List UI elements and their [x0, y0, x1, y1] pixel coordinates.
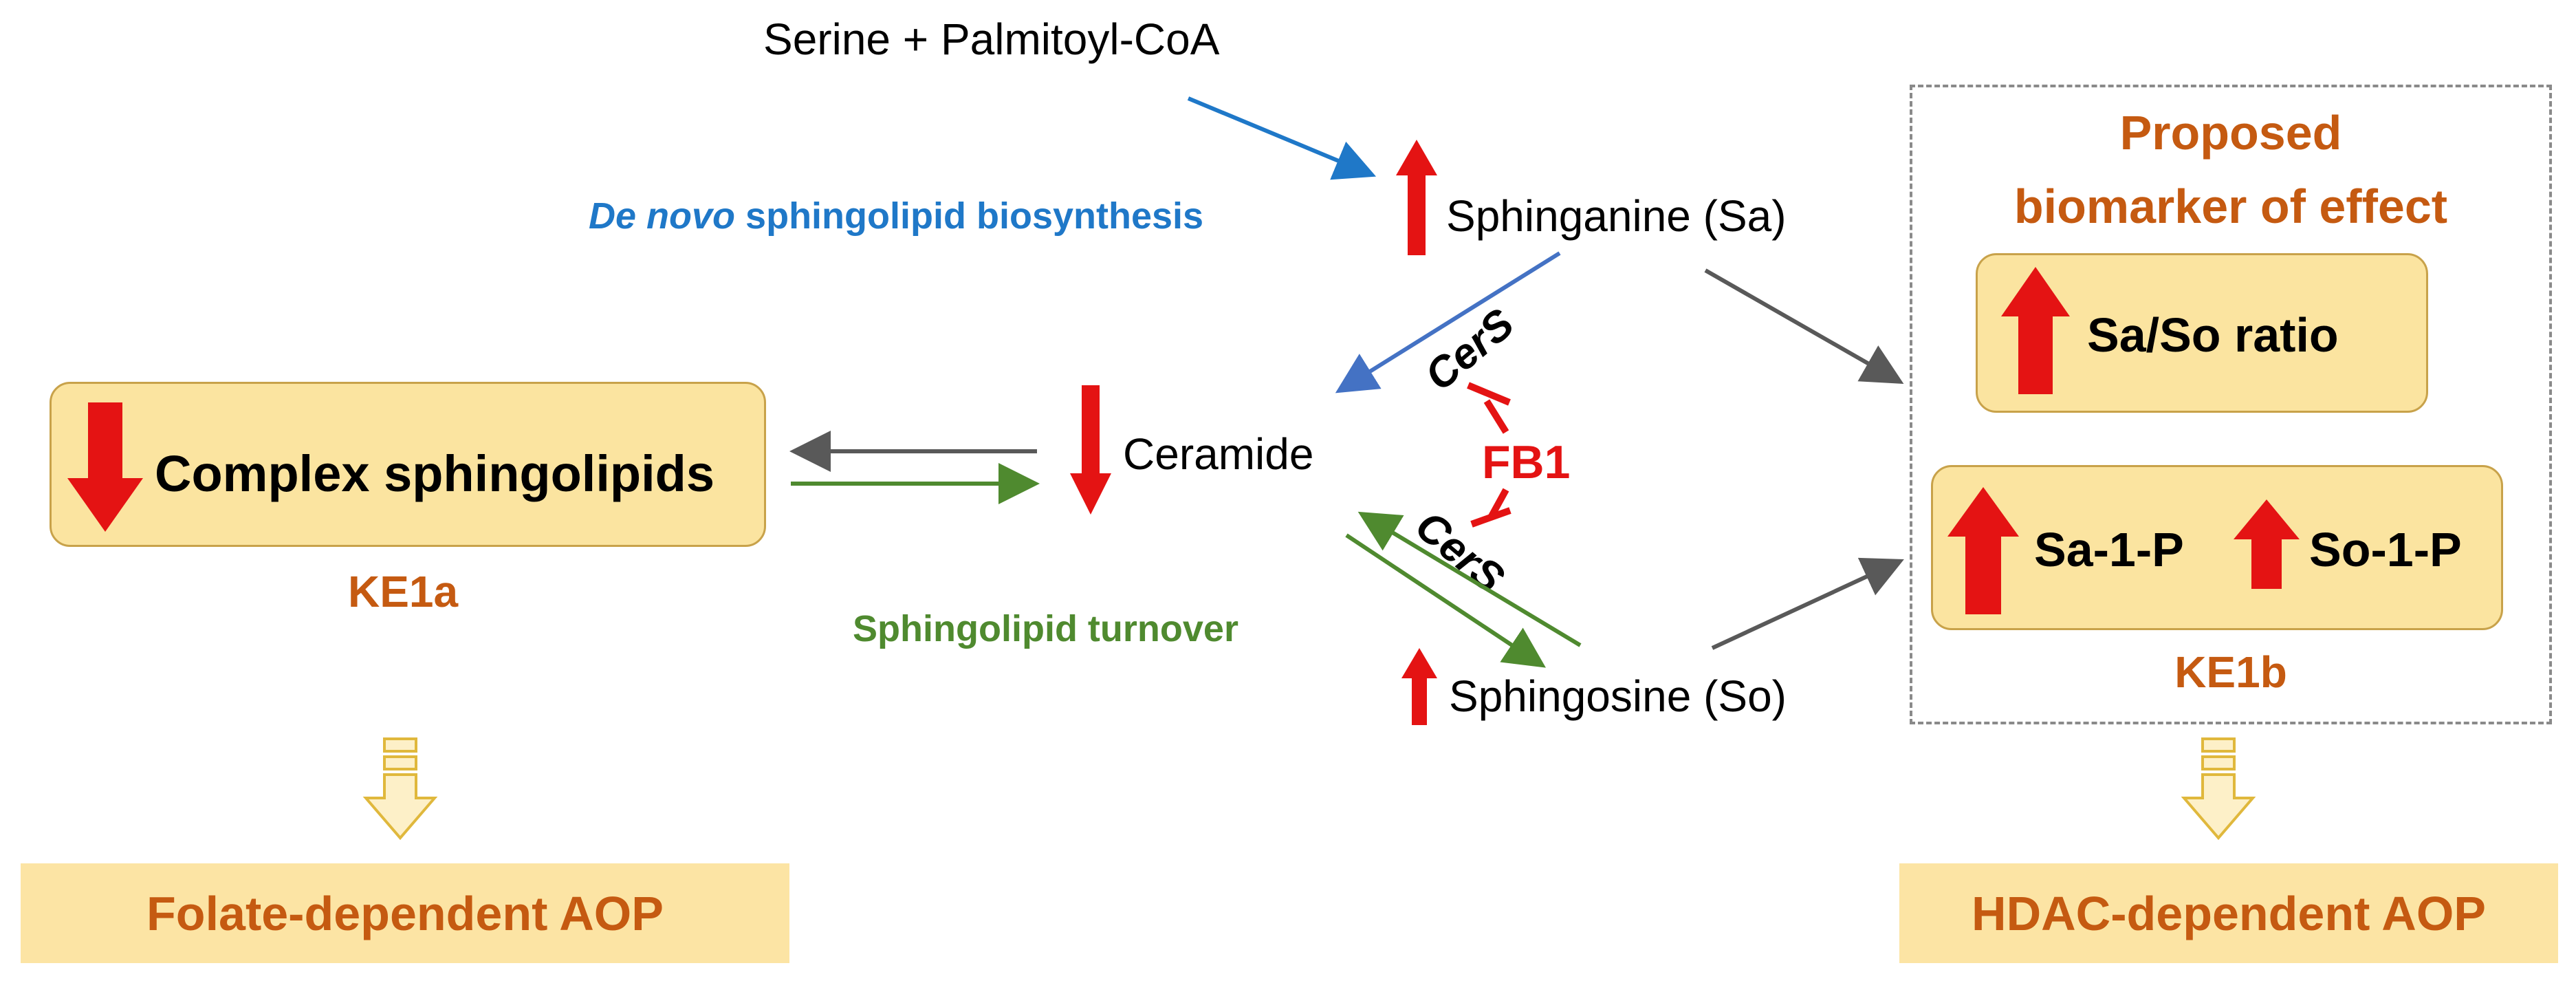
so1p-label: So-1-P — [2309, 523, 2462, 576]
proposed-title-line1: Proposed — [2119, 106, 2342, 160]
sphingosine-to-biomarker-arrow — [1711, 557, 1904, 650]
hdac-aop-label: HDAC-dependent AOP — [1972, 887, 2486, 940]
complex-sphingolipids-box — [50, 382, 766, 547]
so1p-increase-arrow-icon — [2234, 499, 2300, 589]
sphinganine-label: Sphinganine (Sa) — [1446, 191, 1787, 241]
biomarker-dashed-frame — [1910, 85, 2552, 724]
sa-so-ratio-label: Sa/So ratio — [2087, 308, 2339, 362]
sa1p-label: Sa-1-P — [2034, 523, 2184, 576]
phosphate-box — [1931, 465, 2503, 630]
turnover-label: Sphingolipid turnover — [853, 608, 1238, 649]
folate-aop-box — [21, 863, 789, 963]
fb1-label: FB1 — [1482, 436, 1571, 488]
decrease-arrow-icon — [67, 402, 143, 532]
ceramide-to-sphingosine-arrow — [1345, 533, 1546, 668]
ratio-increase-arrow-icon — [2001, 267, 2070, 394]
hdac-aop-box — [1899, 863, 2558, 963]
hollow-down-arrow-right-icon — [2181, 737, 2256, 841]
sphingosine-label: Sphingosine (So) — [1449, 671, 1787, 721]
sphingosine-to-ceramide-arrow — [1357, 511, 1582, 647]
sphinganine-increase-arrow-icon — [1396, 140, 1437, 255]
de-novo-label: De novo sphingolipid biosynthesis — [589, 197, 1203, 235]
sa1p-increase-arrow-icon — [1947, 487, 2019, 614]
serine-palmitoyl-label: Serine + Palmitoyl-CoA — [763, 14, 1220, 64]
serine-to-sphinganine-arrow — [1187, 96, 1377, 180]
de-novo-rest: sphingolipid biosynthesis — [745, 195, 1204, 237]
ke1b-label: KE1b — [2174, 647, 2287, 697]
proposed-title-line2: biomarker of effect — [2013, 180, 2448, 233]
sphinganine-to-biomarker-arrow — [1704, 268, 1904, 384]
hollow-down-arrow-icon — [362, 737, 438, 841]
ceramide-label: Ceramide — [1123, 429, 1314, 479]
complex-sphingolipids-label: Complex sphingolipids — [155, 445, 715, 502]
fb1-inhibition-top-icon — [1467, 382, 1511, 434]
de-novo-italic: De novo — [589, 195, 736, 237]
ceramide-decrease-arrow-icon — [1070, 385, 1111, 515]
fb1-inhibition-bottom-icon — [1470, 488, 1511, 528]
folate-aop-label: Folate-dependent AOP — [146, 887, 664, 940]
ke1a-label: KE1a — [348, 567, 459, 616]
sphinganine-to-ceramide-arrow — [1335, 251, 1561, 394]
sphingosine-increase-arrow-icon — [1401, 648, 1437, 725]
